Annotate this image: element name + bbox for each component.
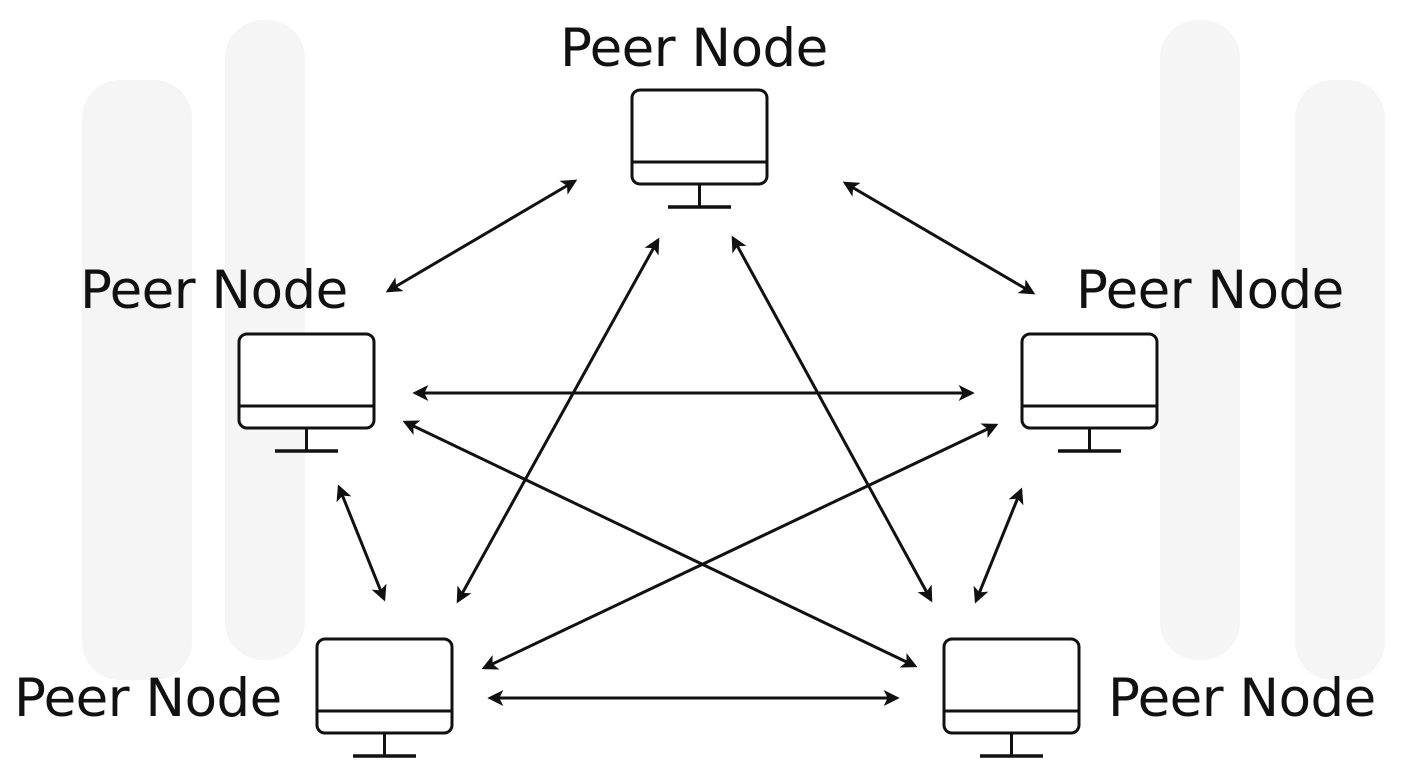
connection-arrow-left-bottom-left bbox=[336, 484, 387, 602]
monitor-icon-bottom-right bbox=[942, 637, 1081, 758]
monitor-icon-bottom-left bbox=[315, 637, 454, 758]
node-label-bottom-right: Peer Node bbox=[1108, 668, 1376, 729]
monitor-icon-top bbox=[630, 88, 769, 209]
connection-arrow-right-bottom-left bbox=[481, 423, 999, 670]
connection-arrow-top-left bbox=[385, 179, 578, 293]
node-label-top: Peer Node bbox=[560, 18, 828, 79]
background-watermark-left bbox=[82, 80, 192, 680]
node-label-left: Peer Node bbox=[80, 260, 348, 321]
node-label-bottom-left: Peer Node bbox=[14, 668, 282, 729]
monitor-icon-left bbox=[237, 332, 376, 453]
background-watermark-right bbox=[1295, 80, 1385, 680]
connection-arrow-left-bottom-right bbox=[402, 420, 918, 668]
connection-arrow-top-bottom-right bbox=[731, 235, 933, 603]
node-label-right: Peer Node bbox=[1076, 260, 1344, 321]
connection-arrow-right-bottom-right bbox=[973, 487, 1024, 604]
connection-arrow-top-right bbox=[842, 181, 1036, 295]
monitor-icon-right bbox=[1020, 332, 1159, 453]
background-watermark-center-right bbox=[1160, 20, 1240, 660]
connection-arrow-top-bottom-left bbox=[456, 237, 660, 604]
